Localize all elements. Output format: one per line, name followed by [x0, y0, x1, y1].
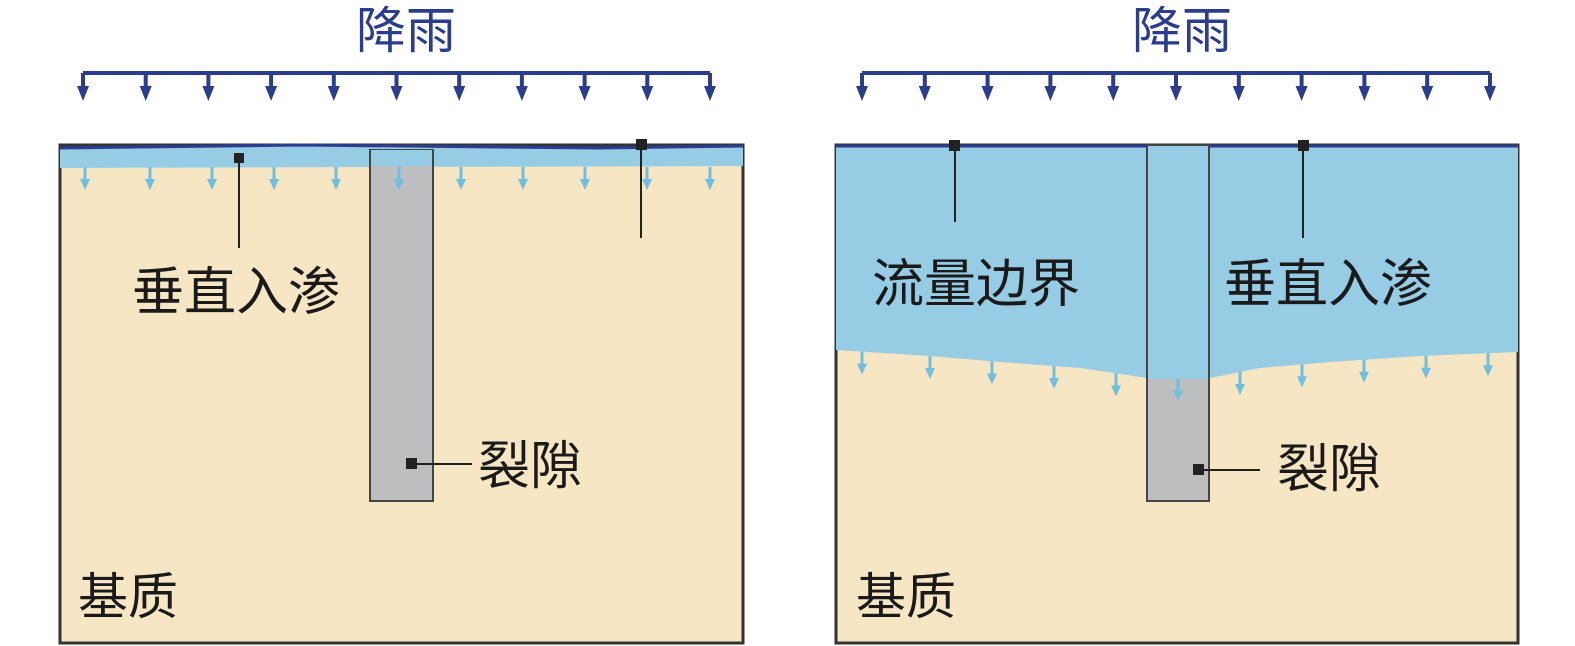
fracture-water-right — [1148, 146, 1208, 379]
rain-arrow — [918, 73, 931, 101]
infiltration-arrow — [1111, 373, 1121, 397]
panel-left: 降雨 垂直入渗 裂隙 基质 — [58, 2, 745, 645]
rain-arrow — [139, 73, 152, 101]
rain-arrow — [704, 73, 716, 101]
rain-arrow — [265, 73, 278, 101]
rain-arrow — [641, 73, 654, 101]
infiltration-arrow — [394, 167, 404, 190]
rain-arrow — [202, 73, 215, 101]
infiltration-arrows-left — [80, 167, 715, 190]
rain-arrow — [578, 73, 591, 101]
infiltration-arrow — [80, 167, 90, 190]
rain-label-right: 降雨 — [1132, 2, 1232, 60]
infiltration-arrow — [1235, 371, 1245, 395]
infiltration-arrow — [857, 351, 867, 375]
rain-arrow — [1295, 73, 1308, 101]
infiltration-arrow — [987, 361, 997, 385]
infiltration-arrow — [1049, 366, 1059, 390]
callout-marker — [406, 458, 417, 469]
rain-arrow — [77, 73, 89, 101]
infiltration-arrow — [1173, 378, 1183, 401]
infiltration-arrow — [456, 167, 466, 190]
rain-arrows-left — [77, 71, 716, 101]
rain-arrows-right — [856, 71, 1496, 101]
callout-marker — [234, 153, 244, 163]
infiltration-arrow — [925, 356, 935, 379]
infiltration-arrow — [705, 167, 715, 190]
infiltration-arrow — [580, 167, 590, 190]
rain-arrow — [515, 73, 528, 101]
flux-boundary-label: 流量边界 — [872, 255, 1080, 315]
callout-marker — [636, 139, 647, 150]
callout-marker — [1193, 464, 1204, 475]
rain-arrow — [856, 73, 868, 101]
panel-right: 降雨 流量边界 垂直入渗 裂隙 基质 — [834, 2, 1520, 645]
fracture-left — [369, 149, 434, 502]
infiltration-arrow — [1359, 359, 1369, 383]
rain-arrow — [1358, 73, 1371, 101]
callout-marker — [949, 140, 960, 151]
fracture-label-right: 裂隙 — [1277, 440, 1381, 500]
vertical-infiltration-label-left: 垂直入渗 — [132, 263, 340, 323]
infiltration-arrow — [331, 167, 341, 190]
rain-arrow — [1044, 73, 1057, 101]
matrix-label-right: 基质 — [856, 568, 956, 626]
infiltration-arrow — [518, 167, 528, 190]
surface-line-left — [59, 143, 744, 150]
rain-arrow — [390, 73, 403, 101]
rain-arrow — [1484, 73, 1496, 101]
infiltration-arrow — [207, 167, 217, 190]
vertical-infiltration-label-right: 垂直入渗 — [1224, 255, 1432, 315]
rain-arrow — [1107, 73, 1120, 101]
fracture-label-left: 裂隙 — [478, 437, 582, 497]
infiltration-arrow — [1297, 364, 1307, 388]
infiltration-arrow — [1421, 355, 1431, 379]
rain-label-left: 降雨 — [356, 2, 456, 60]
callout-marker — [1298, 140, 1309, 151]
rain-arrow — [1170, 73, 1182, 101]
rain-arrow — [1232, 73, 1245, 101]
rain-arrow — [981, 73, 994, 101]
infiltration-arrow — [1483, 353, 1493, 377]
infiltration-arrows-right — [857, 351, 1493, 401]
rain-arrow — [453, 73, 466, 101]
fracture-water-left — [371, 150, 432, 166]
infiltration-arrow — [145, 167, 155, 190]
matrix-label-left: 基质 — [78, 568, 178, 626]
rain-arrow — [1421, 73, 1434, 101]
infiltration-arrow — [269, 167, 279, 190]
infiltration-arrow — [642, 167, 652, 190]
rain-arrow — [327, 73, 340, 101]
